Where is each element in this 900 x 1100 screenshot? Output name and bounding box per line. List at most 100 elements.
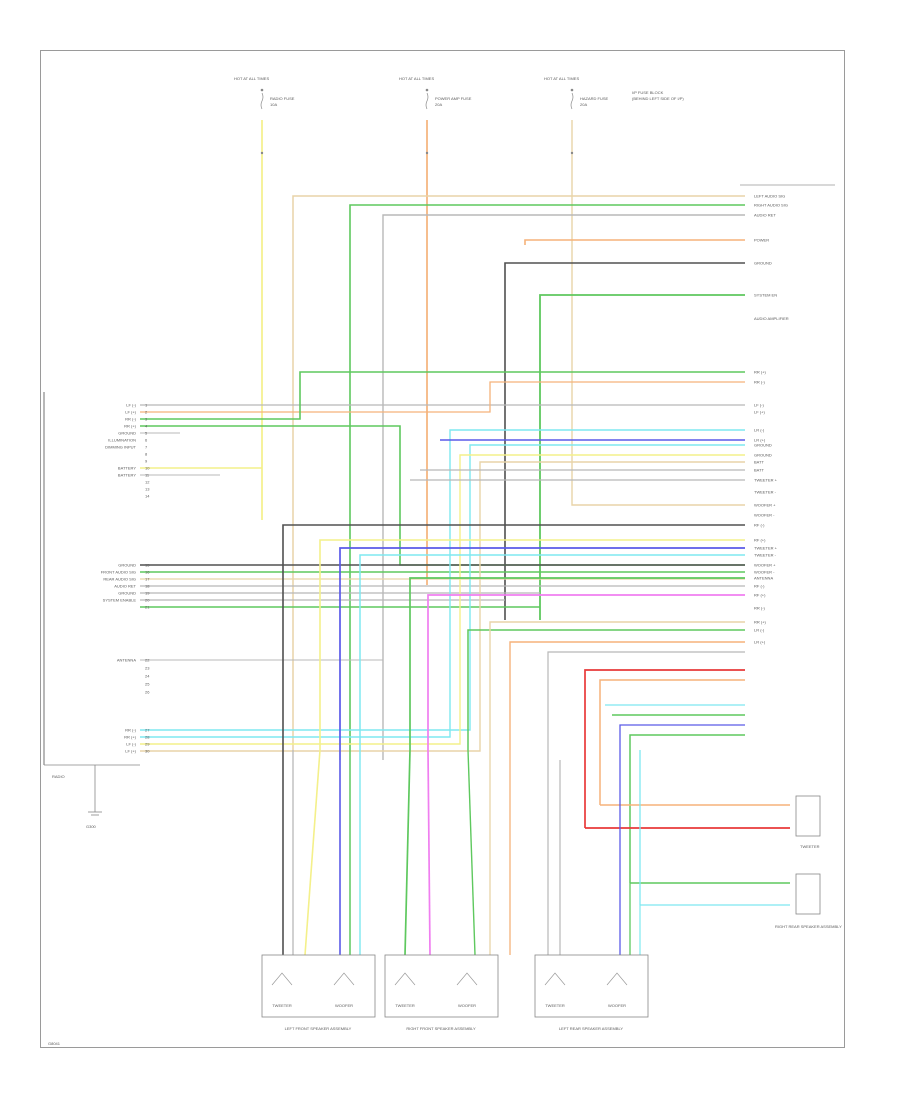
rear-yellow-wire — [140, 454, 745, 745]
rf-tweeter-wire — [409, 577, 745, 750]
speaker-part-label: WOOFER — [335, 1003, 353, 1008]
amp-pin-label: RR (-) — [754, 380, 766, 385]
amp-pin-label: GROUND — [754, 453, 772, 458]
radio-pin-label: BATTERY — [118, 466, 136, 471]
rf-woofer-wire — [467, 629, 745, 750]
speaker-icon — [333, 972, 355, 986]
amp-pin-label: LR (-) — [754, 428, 765, 433]
rr-pos-wire — [140, 425, 745, 566]
amp-pin-label: WOOFER - — [754, 513, 775, 518]
footer-code: G8041 — [48, 1041, 61, 1046]
radio-pin-number: 30 — [145, 749, 150, 754]
amp-pin-label: RR (-) — [754, 606, 766, 611]
radio-pin-number: 29 — [145, 742, 150, 747]
radio-pin-label: GROUND — [118, 591, 136, 596]
fuse-terminal — [260, 88, 264, 92]
gray-audio-wire — [382, 214, 745, 760]
radio-pin-number: 20 — [145, 598, 150, 603]
radio-pin-number: 26 — [145, 690, 150, 695]
speaker-icon — [606, 972, 628, 986]
radio-pin-number: 19 — [145, 591, 150, 596]
radio-label: RADIO — [52, 774, 65, 779]
green-audio-wire — [349, 204, 745, 750]
spk-wire — [467, 749, 476, 956]
fuse-name: POWER AMP FUSE — [435, 96, 472, 101]
amp-pin-label: POWER — [754, 238, 769, 243]
tweeter-orange-wire — [599, 679, 745, 805]
radio-pin-number: 18 — [145, 584, 150, 589]
speaker-box — [261, 954, 376, 1018]
radio-pin-number: 10 — [145, 466, 150, 471]
amp-pin-label: AUDIO RET — [754, 213, 776, 218]
radio-pin-number: 6 — [145, 438, 148, 443]
speaker-part-label: TWEETER — [395, 1003, 415, 1008]
amp-pin-label: GROUND — [754, 261, 772, 266]
lf-tweeter-wire — [319, 539, 745, 750]
amp-pin-label: TWEETER + — [754, 478, 778, 483]
amp-pin-label: RF (+) — [754, 593, 766, 598]
radio-pin-number: 4 — [145, 424, 148, 429]
rr-speaker-box — [795, 873, 821, 915]
radio-pin-label: ANTENNA — [117, 658, 136, 663]
fuse-terminal — [425, 88, 429, 92]
lf-tweeter2-wire — [282, 524, 745, 760]
amp-pin-label: WOOFER + — [754, 503, 776, 508]
speaker-assembly-label: RIGHT FRONT SPEAKER ASSEMBLY — [406, 1026, 476, 1031]
amp-pin-label: LF (+) — [754, 410, 765, 415]
radio-pin-label: GROUND — [118, 431, 136, 436]
radio-pin-number: 25 — [145, 682, 150, 687]
rear-cyan-wire-2 — [140, 429, 745, 738]
fuse-name: RADIO FUSE — [270, 96, 295, 101]
radio-pin-label: LF (+) — [125, 749, 136, 754]
amp-pin-label: RF (-) — [754, 523, 765, 528]
speaker-box — [534, 954, 649, 1018]
radio-pin-label: GROUND — [118, 563, 136, 568]
diagram-frame — [40, 50, 845, 1048]
radio-pin-number: 13 — [145, 487, 150, 492]
speaker-part-label: WOOFER — [458, 1003, 476, 1008]
amp-pin-label: LR (+) — [754, 438, 766, 443]
amp-pin-label: LF (-) — [754, 403, 764, 408]
radio-pin-number: 5 — [145, 431, 148, 436]
radio-pin-label: FRONT AUDIO SIG — [101, 570, 136, 575]
fuse-icon — [570, 92, 574, 110]
radio-pin-label: BATTERY — [118, 473, 136, 478]
speaker-box — [384, 954, 499, 1018]
lr-green-wire — [629, 734, 745, 883]
tan-feed-wire — [571, 120, 745, 506]
radio-pin-number: 12 — [145, 480, 150, 485]
radio-pin-number: 11 — [145, 473, 150, 478]
amp-module-title: AUDIO AMPLIFIER — [754, 316, 789, 321]
tweeter-box — [795, 795, 821, 837]
speaker-icon — [271, 972, 293, 986]
amp-pin-label: TWEETER + — [754, 546, 778, 551]
amp-pin-label: RF (+) — [754, 538, 766, 543]
radio-pin-label: RR (-) — [125, 417, 137, 422]
radio-pin-number: 15 — [145, 563, 150, 568]
fuse-name: HAZARD FUSE — [580, 96, 609, 101]
radio-pin-number: 28 — [145, 735, 150, 740]
connector-pin — [425, 151, 429, 155]
radio-pin-number: 8 — [145, 452, 148, 457]
connector-pin — [260, 151, 264, 155]
spk-wire — [404, 749, 411, 956]
speaker-assembly-label: LEFT FRONT SPEAKER ASSEMBLY — [285, 1026, 352, 1031]
radio-pin-label: RR (-) — [125, 728, 137, 733]
radio-pin-number: 2 — [145, 410, 148, 415]
speaker-part-label: TWEETER — [545, 1003, 565, 1008]
radio-pin-label: LF (-) — [126, 403, 136, 408]
fuse-terminal — [570, 88, 574, 92]
speaker-part-label: WOOFER — [608, 1003, 626, 1008]
speaker-assembly — [534, 954, 649, 1018]
radio-pin-number: 24 — [145, 674, 150, 679]
fuse-title: HOT AT ALL TIMES — [399, 76, 434, 81]
wire-layer — [140, 120, 790, 956]
tweeter-label: TWEETER — [800, 844, 820, 849]
tweeter-red-wire — [584, 669, 745, 828]
fuse-note: (BEHIND LEFT SIDE OF I/P) — [632, 96, 684, 101]
radio-pin-label: RR (+) — [124, 424, 137, 429]
radio-pin-label: AUDIO RET — [114, 584, 136, 589]
speaker-assembly — [261, 954, 376, 1018]
lr-tweeter2-wire — [547, 651, 745, 750]
rr-speaker-label: RIGHT REAR SPEAKER ASSEMBLY — [775, 924, 842, 929]
